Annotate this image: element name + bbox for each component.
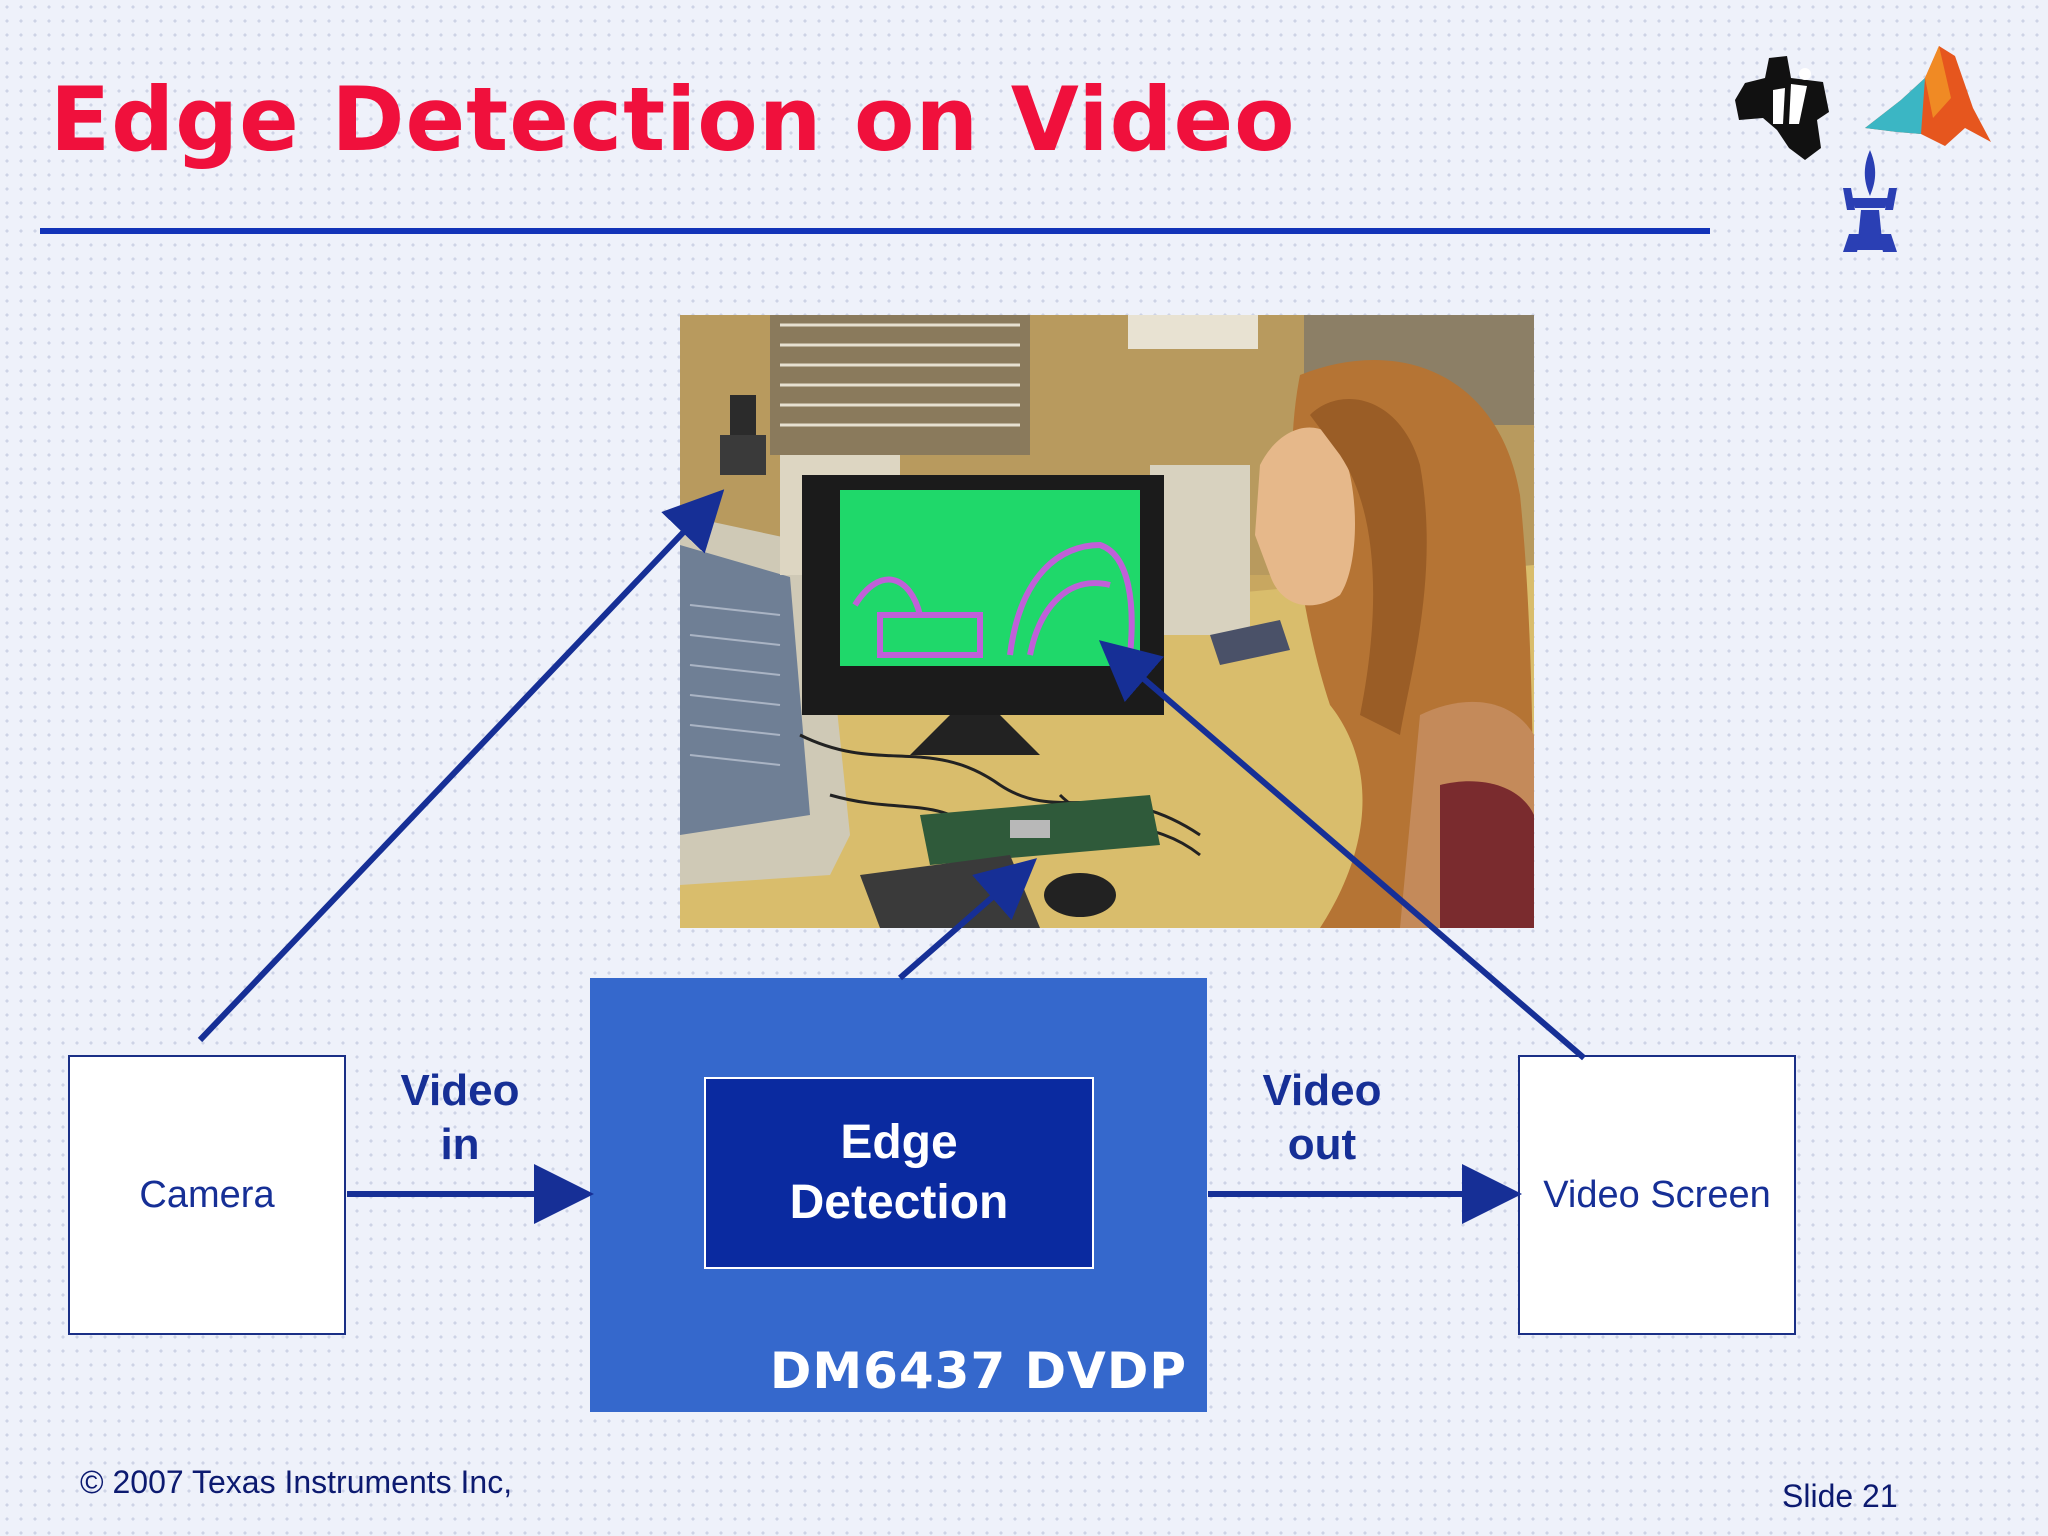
camera-box: Camera xyxy=(68,1055,346,1335)
edge-detection-line1: Edge xyxy=(840,1116,958,1169)
slide-title: Edge Detection on Video xyxy=(50,68,1296,171)
video-screen-box: Video Screen xyxy=(1518,1055,1796,1335)
camera-label: Camera xyxy=(139,1173,275,1216)
video-out-label-line2: out xyxy=(1287,1120,1357,1169)
footer-copyright: © 2007 Texas Instruments Inc, xyxy=(80,1464,513,1500)
ti-logo-icon xyxy=(1735,56,1829,160)
arrow-screen-to-photo-monitor xyxy=(1098,640,1586,1061)
university-emblem-icon xyxy=(1843,150,1897,252)
video-screen-label: Video Screen xyxy=(1543,1173,1771,1216)
edge-detection-line2: Detection xyxy=(789,1176,1009,1229)
video-in-label-line2: in xyxy=(440,1120,480,1169)
slide-number: Slide 21 xyxy=(1782,1478,1898,1514)
edge-detection-box: Edge Detection xyxy=(704,1077,1094,1269)
arrow-dvdp-to-photo-board xyxy=(898,858,1038,981)
processor-block: Edge Detection DM6437 DVDP xyxy=(590,978,1207,1412)
lab-photo xyxy=(680,315,1534,928)
video-in-label: Video in xyxy=(370,1064,550,1172)
video-in-label-line1: Video xyxy=(400,1066,520,1115)
title-divider xyxy=(40,228,1710,234)
video-out-label-line1: Video xyxy=(1262,1066,1382,1115)
logo-group xyxy=(1735,46,1991,252)
matlab-logo-icon xyxy=(1865,46,1991,146)
video-out-label: Video out xyxy=(1232,1064,1412,1172)
arrow-camera-to-photo-webcam xyxy=(197,489,725,1043)
processor-label: DM6437 DVDP xyxy=(769,1342,1187,1400)
